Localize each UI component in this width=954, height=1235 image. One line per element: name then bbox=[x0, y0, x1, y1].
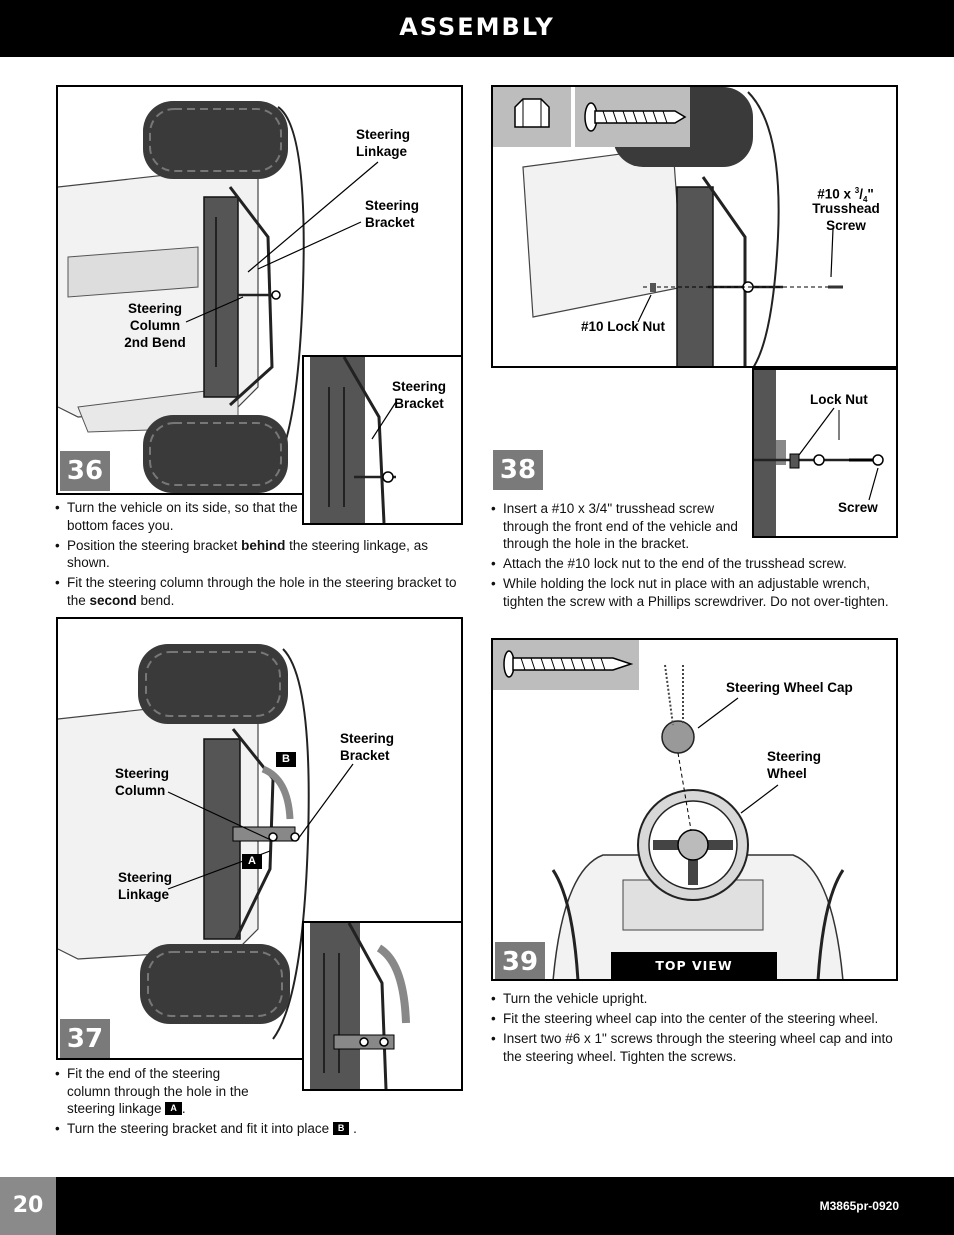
step-38-inset: Lock Nut Screw bbox=[752, 368, 898, 538]
step-36-note-3-text: Fit the steering column through the hole… bbox=[67, 575, 457, 608]
step-36-note-1-text: Turn the vehicle on its side, so that th… bbox=[67, 500, 298, 533]
label-steering-bracket: Steering Bracket bbox=[365, 198, 420, 230]
step-37-number: 37 bbox=[60, 1019, 110, 1058]
step-39-note-3-text: Insert two #6 x 1" screws through the st… bbox=[503, 1031, 893, 1064]
tag-a-inline: A bbox=[165, 1102, 182, 1115]
step-37-inset-illustration bbox=[310, 923, 410, 1089]
step-36-note: Position the steering bracket behind the… bbox=[55, 537, 465, 572]
tag-b-inline: B bbox=[332, 1122, 350, 1135]
hex-nut-icon bbox=[514, 98, 550, 128]
step-39-panel: Steering Wheel Cap Steering Wheel 39 TOP… bbox=[491, 638, 898, 981]
label-steering-linkage: Steering Linkage bbox=[118, 870, 173, 902]
label-steering-bracket: Steering Bracket bbox=[340, 731, 395, 763]
step-36-panel: Steering Linkage Steering Bracket Steeri… bbox=[56, 85, 463, 495]
label-trusshead-screw: Trusshead Screw bbox=[812, 201, 880, 233]
step-39-note: Turn the vehicle upright. bbox=[491, 990, 901, 1008]
step-37-illustration bbox=[58, 644, 354, 1040]
label-steering-wheel-cap: Steering Wheel Cap bbox=[726, 680, 853, 695]
step-37-notes: Fit the end of the steering column throu… bbox=[55, 1065, 465, 1140]
step-36-note-3-text-end: bend. bbox=[136, 592, 175, 608]
inset-label-lock-nut: Lock Nut bbox=[810, 392, 868, 407]
step-39-note-1-text: Turn the vehicle upright. bbox=[503, 991, 648, 1006]
top-view-label: TOP VIEW bbox=[611, 952, 777, 979]
label-steering-column: Steering Column bbox=[115, 766, 170, 798]
step-36-inset: Steering Bracket bbox=[302, 355, 463, 525]
document-code: M3865pr-0920 bbox=[819, 1199, 899, 1213]
step-38-note-3-text: While holding the lock nut in place with… bbox=[503, 576, 889, 609]
step-38-note: Attach the #10 lock nut to the end of th… bbox=[491, 555, 901, 573]
step-38-inset-illustration bbox=[754, 370, 884, 536]
nut-part-box bbox=[493, 87, 571, 147]
step-37-note: Turn the steering bracket and fit it int… bbox=[55, 1120, 465, 1138]
step-39-note: Fit the steering wheel cap into the cent… bbox=[491, 1010, 901, 1028]
step-39-notes: Turn the vehicle upright. Fit the steeri… bbox=[491, 990, 901, 1068]
step-36-notes: Turn the vehicle on its side, so that th… bbox=[55, 499, 465, 612]
trusshead-screw-icon bbox=[584, 102, 687, 132]
step-37-panel: Steering Bracket Steering Column Steerin… bbox=[56, 617, 463, 1060]
screw-part-box bbox=[493, 640, 639, 690]
label-steering-wheel: Steering Wheel bbox=[767, 749, 822, 781]
step-36-note-3-bold: second bbox=[89, 592, 137, 608]
step-38-notes: Insert a #10 x 3/4" trusshead screw thro… bbox=[491, 500, 901, 613]
step-37-note-2-text: Turn the steering bracket and fit it int… bbox=[67, 1121, 330, 1136]
step-36-note-2-bold: behind bbox=[241, 537, 286, 553]
step-36-note-2-text-end: the steering linkage, as shown. bbox=[67, 537, 428, 571]
label-trusshead-screw-size: #10 x 3/4" bbox=[817, 186, 874, 205]
step-38-note-2-text: Attach the #10 lock nut to the end of th… bbox=[503, 556, 847, 571]
tag-a: A bbox=[242, 854, 262, 869]
step-36-illustration bbox=[58, 101, 379, 493]
step-36-note: Fit the steering column through the hole… bbox=[55, 574, 465, 609]
page-number: 20 bbox=[0, 1177, 56, 1235]
footer-bar bbox=[0, 1177, 954, 1235]
step-38-note: While holding the lock nut in place with… bbox=[491, 575, 901, 610]
step-37-inset bbox=[302, 921, 463, 1091]
step-38-note: Insert a #10 x 3/4" trusshead screw thro… bbox=[491, 500, 751, 553]
page-title: ASSEMBLY bbox=[399, 13, 555, 41]
step-36-number: 36 bbox=[60, 451, 110, 491]
label-steering-linkage: Steering Linkage bbox=[356, 127, 411, 159]
step-37-note: Fit the end of the steering column throu… bbox=[55, 1065, 265, 1118]
step-37-note-1-text: Fit the end of the steering column throu… bbox=[67, 1066, 249, 1116]
screw-part-box bbox=[575, 87, 690, 147]
step-38-panel: #10 x 3/4" Trusshead Screw #10 Lock Nut bbox=[491, 85, 898, 368]
step-39-note-2-text: Fit the steering wheel cap into the cent… bbox=[503, 1011, 879, 1026]
inset-label-steering-bracket: Steering Bracket bbox=[391, 379, 446, 411]
wood-screw-icon bbox=[503, 650, 634, 678]
step-38-number-badge: 38 bbox=[493, 450, 543, 490]
step-38-note-1-text: Insert a #10 x 3/4" trusshead screw thro… bbox=[503, 501, 738, 551]
label-lock-nut: #10 Lock Nut bbox=[581, 319, 666, 334]
step-39-number: 39 bbox=[495, 942, 545, 979]
step-39-note: Insert two #6 x 1" screws through the st… bbox=[491, 1030, 901, 1065]
tag-b: B bbox=[276, 752, 296, 767]
step-36-inset-illustration bbox=[310, 357, 397, 523]
step-39-illustration bbox=[551, 664, 845, 979]
step-36-note: Turn the vehicle on its side, so that th… bbox=[55, 499, 300, 534]
label-steering-column-2nd-bend: Steering Column 2nd Bend bbox=[124, 301, 186, 350]
header-bar bbox=[0, 0, 954, 57]
step-36-note-2-text: Position the steering bracket bbox=[67, 537, 242, 553]
inset-label-screw: Screw bbox=[838, 500, 878, 515]
